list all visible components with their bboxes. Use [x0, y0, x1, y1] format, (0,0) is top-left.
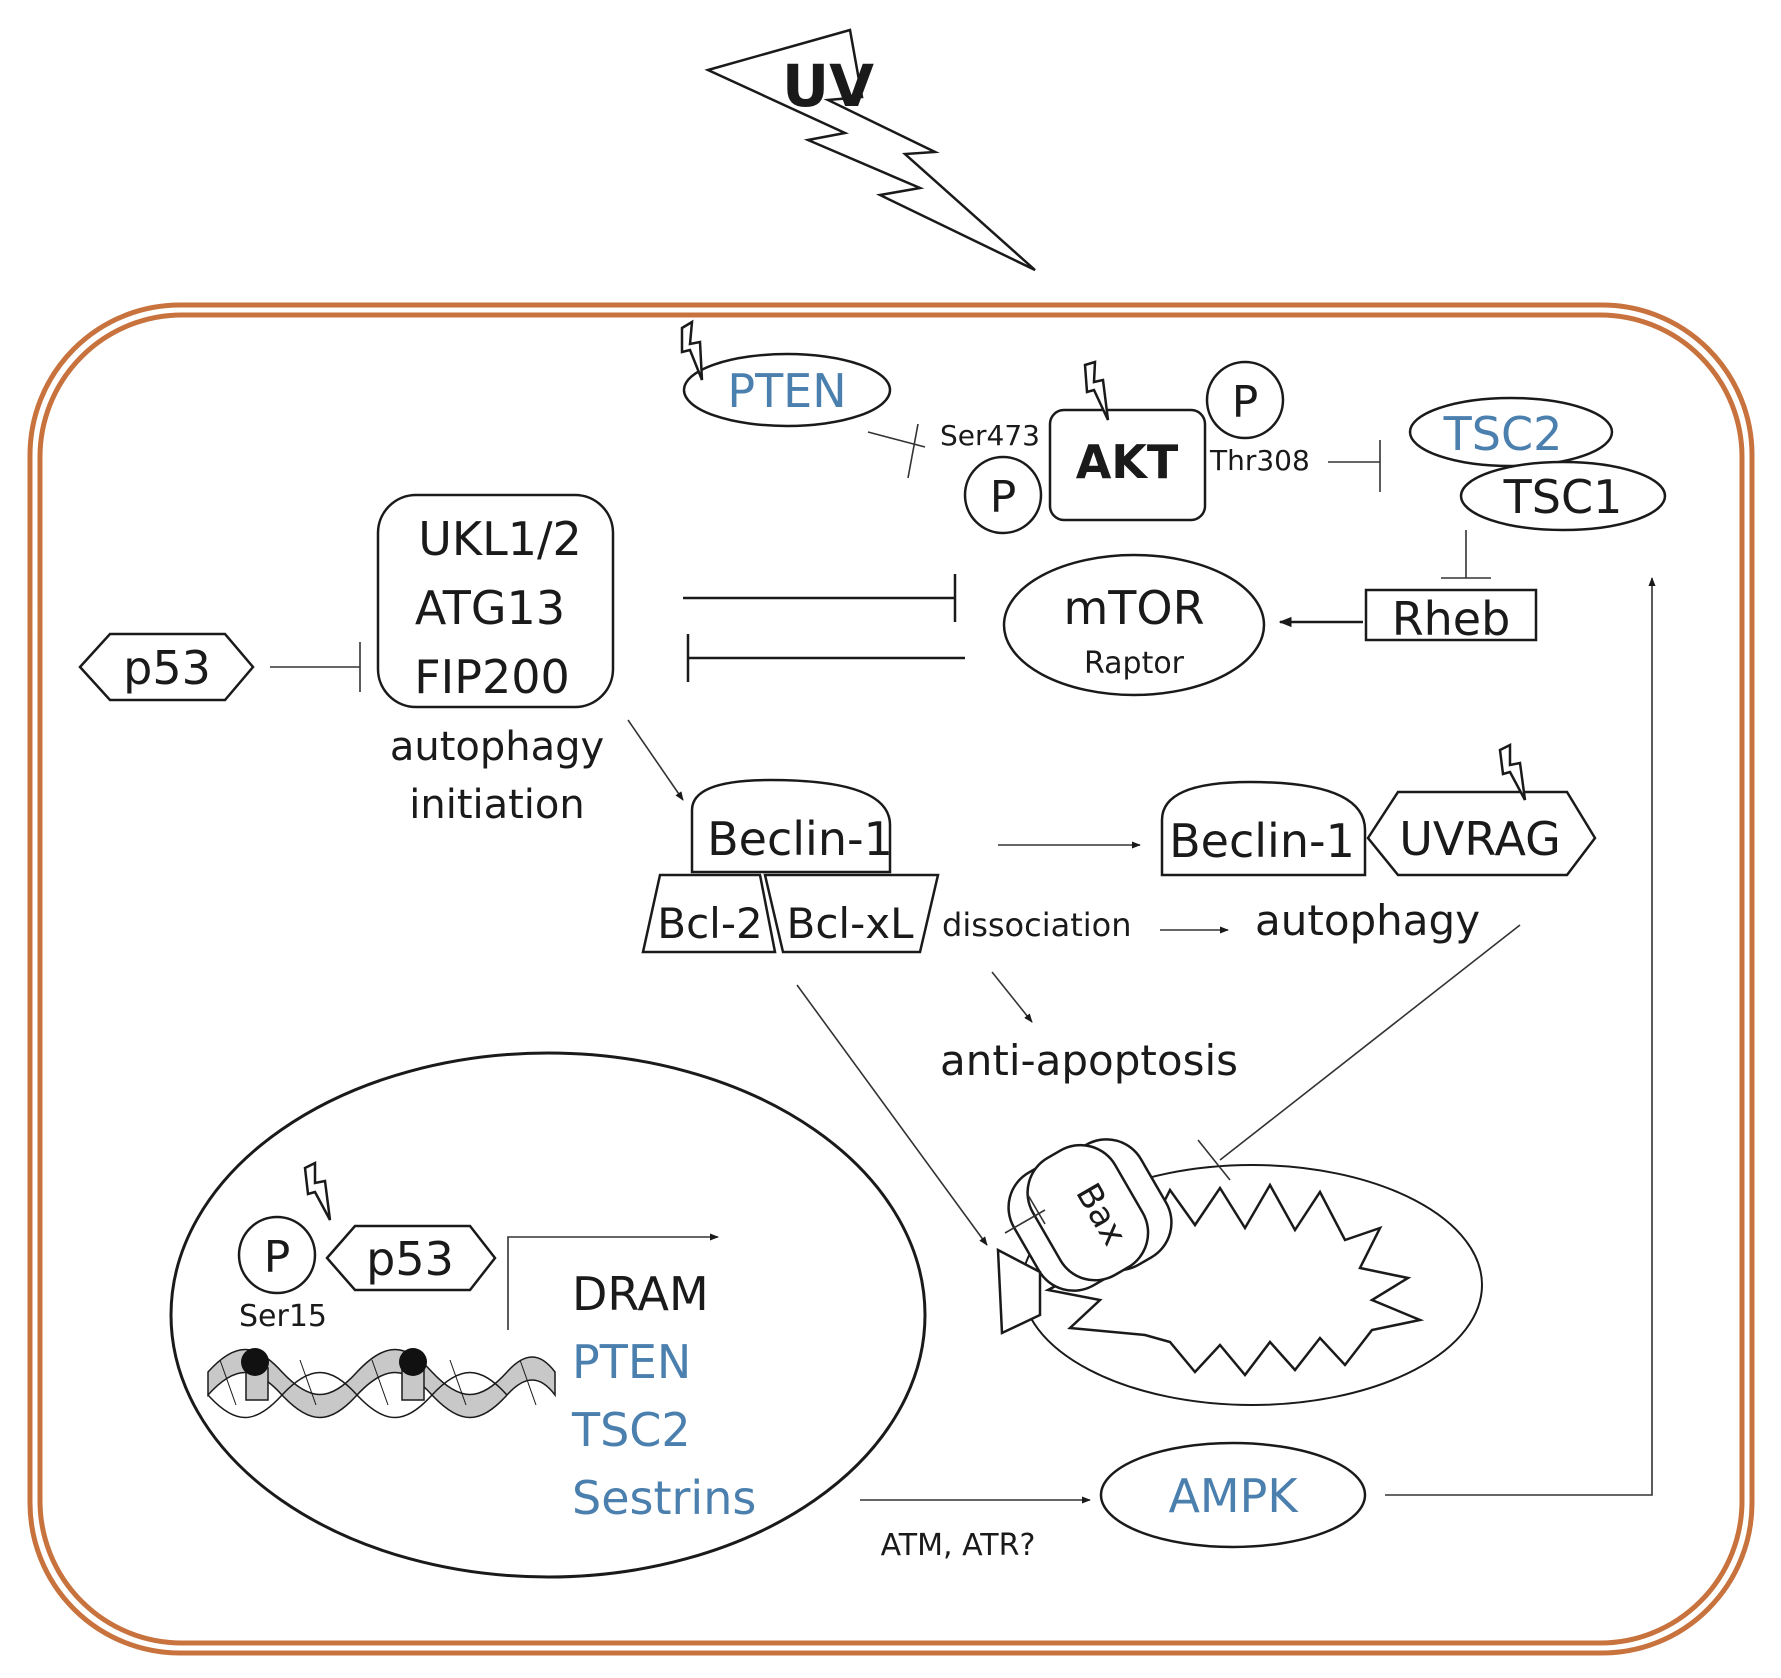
dna-chromatin-icon — [207, 1348, 556, 1419]
cell-membrane-outer — [27, 302, 1755, 1656]
pten-inhibit-bar — [907, 423, 919, 479]
akt-box — [1048, 408, 1207, 522]
p53-lightning-icon — [303, 1160, 332, 1221]
uv-label: UV — [782, 52, 874, 120]
p53-nuclear-label: p53 — [366, 1232, 454, 1286]
mitochondrion-cristae — [1041, 1182, 1425, 1378]
mtor-label: mTOR — [1063, 581, 1204, 635]
ulk-complex-box — [376, 493, 615, 709]
cell-membrane-inner — [37, 312, 1745, 1646]
bclxl-label: Bcl-xL — [787, 899, 915, 948]
beclin-bcl2-dome — [690, 778, 892, 874]
rheb-label: Rheb — [1392, 592, 1511, 646]
bax-complex — [1007, 1138, 1173, 1292]
tsc2-label: TSC2 — [1443, 407, 1563, 461]
thr308-label: Thr308 — [1209, 444, 1310, 477]
autophagy-initiation-label-line2: initiation — [409, 782, 585, 828]
bcl-to-pore-arrow — [796, 984, 988, 1246]
dissociation-label: dissociation — [942, 906, 1132, 944]
atg13-label: ATG13 — [415, 581, 565, 635]
akt-phospho-ser473-circle — [963, 455, 1043, 535]
anti-apoptosis-label: anti-apoptosis — [940, 1036, 1238, 1085]
bcl2-trapezoid — [641, 873, 777, 954]
ampk-label: AMPK — [1168, 1469, 1299, 1523]
fip200-label: FIP200 — [414, 650, 570, 704]
autophagy-initiation-label-line1: autophagy — [390, 724, 604, 770]
autophagy-label: autophagy — [1255, 896, 1480, 945]
target-tsc2-label: TSC2 — [571, 1403, 691, 1457]
akt-lightning-icon — [1083, 360, 1110, 421]
mtor-ellipse — [1002, 553, 1266, 697]
uvrag-lightning-icon — [1498, 742, 1527, 801]
pten-label: PTEN — [727, 364, 846, 418]
uvrag-label: UVRAG — [1399, 812, 1561, 866]
autophagy-inhibit-bar — [1197, 1139, 1231, 1181]
pten-ellipse — [682, 352, 892, 428]
ulk-label: UKL1/2 — [418, 512, 582, 566]
beclin-uvrag-dome — [1160, 780, 1367, 877]
ser473-label: Ser473 — [940, 419, 1040, 452]
target-sestrins-label: Sestrins — [572, 1471, 756, 1525]
p53-cytoplasmic-label: p53 — [123, 641, 211, 695]
mitochondrial-pore — [996, 1247, 1042, 1335]
beclin-bcl2-label: Beclin-1 — [707, 812, 893, 866]
pten-inhibits-akt-line — [867, 431, 926, 448]
ampk-to-tsc-arrow — [1385, 577, 1656, 1496]
p53-phospho-ser15-circle — [237, 1215, 317, 1295]
p53-cytoplasmic-hexagon — [78, 632, 255, 702]
akt-phospho-thr308-label: P — [1232, 377, 1259, 428]
autophagy-inhibits-bax-line — [1219, 924, 1521, 1161]
tsc1-ellipse — [1459, 460, 1667, 532]
tsc1-label: TSC1 — [1503, 470, 1623, 524]
p53-nuclear-hexagon — [325, 1224, 497, 1292]
target-pten-label: PTEN — [572, 1335, 691, 1389]
beclin-uvrag-label: Beclin-1 — [1169, 814, 1355, 868]
pore-bax-inhibit-bar — [1027, 1194, 1046, 1225]
pten-lightning-icon — [680, 319, 704, 381]
uv-lightning-icon — [704, 28, 1036, 272]
target-dram-label: DRAM — [572, 1267, 709, 1321]
ulk-to-beclin-arrow — [627, 719, 684, 801]
bclxl-trapezoid — [763, 873, 940, 954]
uvrag-hexagon — [1366, 790, 1597, 877]
bcl2-label: Bcl-2 — [657, 899, 762, 948]
akt-phospho-thr308-circle — [1205, 360, 1285, 440]
raptor-label: Raptor — [1084, 646, 1185, 681]
atm-atr-label: ATM, ATR? — [881, 1528, 1036, 1563]
transcription-arrow — [507, 1233, 719, 1330]
p53-phospho-ser15-label: P — [264, 1232, 291, 1283]
ampk-ellipse — [1099, 1441, 1367, 1549]
ser15-label: Ser15 — [239, 1299, 327, 1334]
akt-phospho-ser473-label: P — [990, 472, 1017, 523]
akt-label: AKT — [1076, 435, 1179, 489]
nucleus — [169, 1051, 927, 1579]
dissociation-to-anti-apoptosis-arrow — [991, 971, 1033, 1023]
rheb-box — [1364, 588, 1538, 642]
